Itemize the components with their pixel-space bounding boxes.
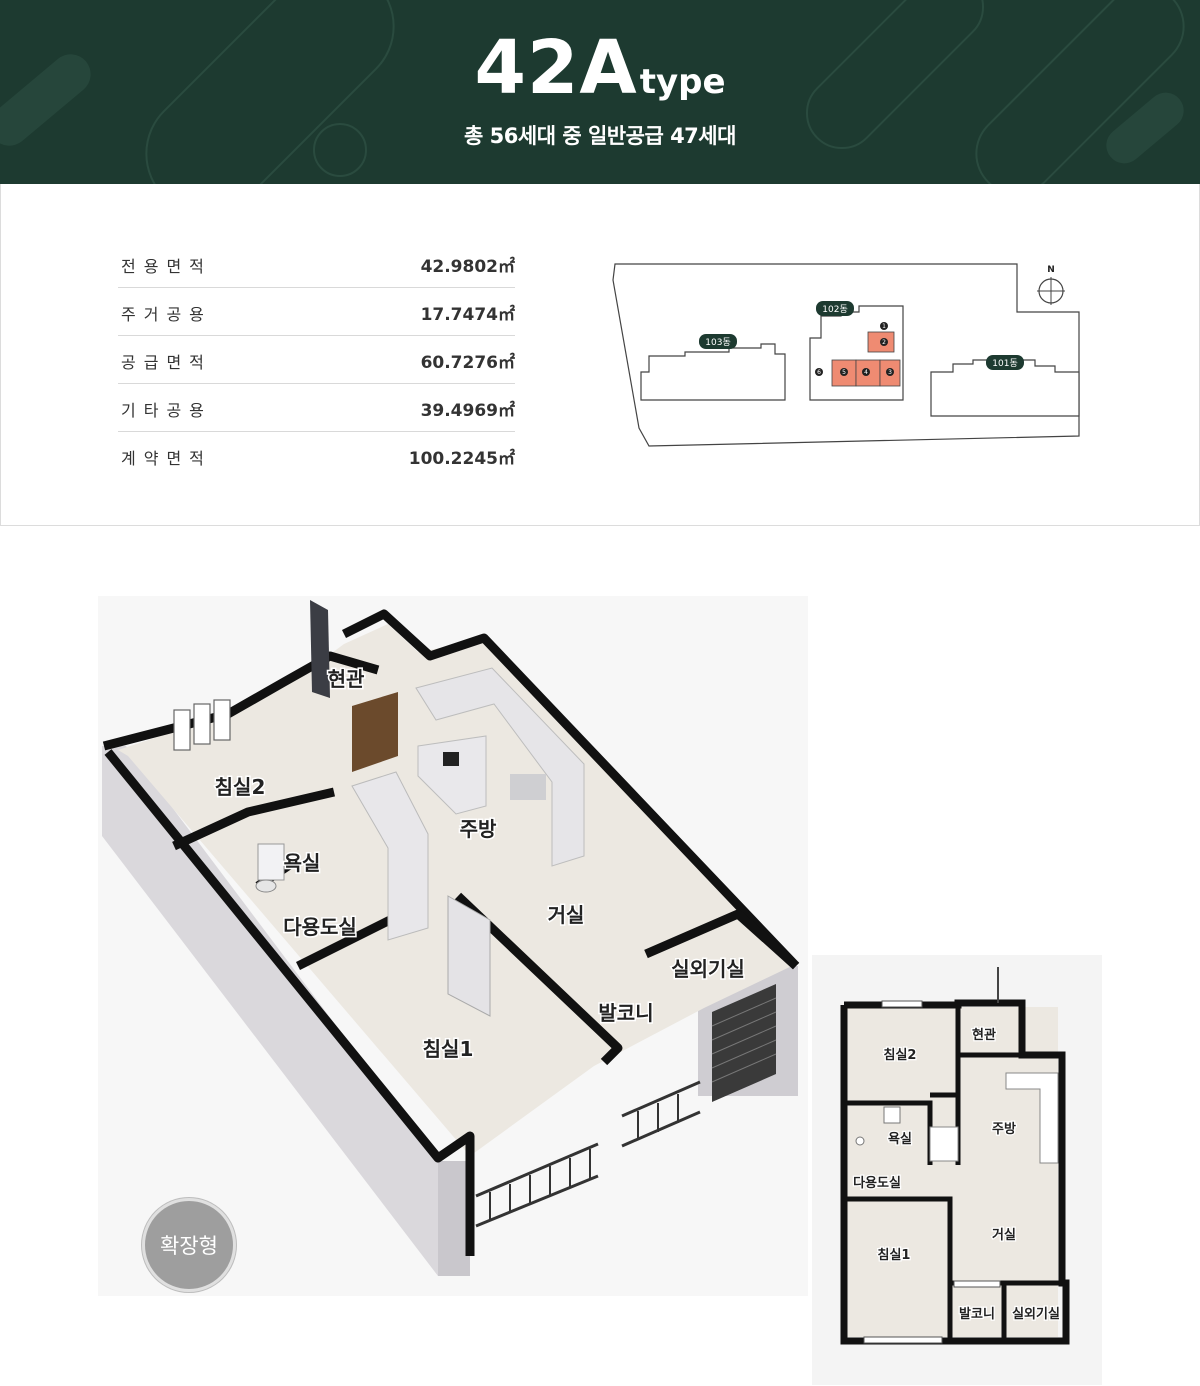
room-label-kitchen: 주방 xyxy=(992,1121,1016,1137)
inner-wall xyxy=(644,909,800,970)
type-header: 42Atype 총 56세대 중 일반공급 47세대 xyxy=(0,0,1200,184)
expansion-badge: 확장형 xyxy=(142,1198,236,1292)
outer-wall xyxy=(104,749,475,1256)
room-label-entrance: 현관 xyxy=(972,1027,996,1043)
sink-icon xyxy=(855,1136,865,1146)
area-row: 주거공용 17.7474㎡ xyxy=(118,288,515,336)
area-table: 전용면적 42.9802㎡ 주거공용 17.7474㎡ 공급면적 60.7276… xyxy=(118,240,515,480)
inner-wall xyxy=(295,911,401,971)
area-row: 공급면적 60.7276㎡ xyxy=(118,336,515,384)
area-value: 17.7474㎡ xyxy=(420,305,515,325)
louver-lines xyxy=(711,997,777,1083)
header-decoration xyxy=(0,0,1185,184)
area-row: 계약면적 100.2245㎡ xyxy=(118,432,515,480)
area-value: 60.7276㎡ xyxy=(420,353,515,373)
room-label-bathroom: 욕실 xyxy=(888,1131,912,1147)
kitchen-cabinet xyxy=(415,667,585,867)
unit-marker: 6 xyxy=(817,369,821,376)
refrigerator xyxy=(929,1126,959,1162)
cooktop xyxy=(443,752,459,766)
area-row: 전용면적 42.9802㎡ xyxy=(118,240,515,288)
kitchen-sink xyxy=(510,774,546,800)
toilet-icon xyxy=(883,1106,901,1124)
type-suffix: type xyxy=(639,62,726,102)
inner-wall xyxy=(454,892,623,1066)
room-label-living: 거실 xyxy=(548,903,585,927)
room-label-utility: 다용도실 xyxy=(853,1175,901,1191)
building-103-label: 103동 xyxy=(705,337,730,348)
room-label-balcony: 발코니 xyxy=(959,1306,995,1322)
room-label-bedroom1: 침실1 xyxy=(423,1037,474,1061)
area-label: 계약면적 xyxy=(121,449,212,468)
side-wall xyxy=(102,746,438,1276)
window xyxy=(953,1280,1001,1288)
railing-bars xyxy=(489,1094,679,1221)
entrance-cabinet xyxy=(352,692,398,772)
room-label-bedroom1: 침실1 xyxy=(878,1247,911,1263)
inner-wall xyxy=(172,787,336,851)
area-value: 39.4969㎡ xyxy=(420,401,515,421)
building-101-label: 101동 xyxy=(992,358,1017,369)
side-wall xyxy=(438,1161,470,1276)
building-103 xyxy=(640,343,786,401)
building-101 xyxy=(930,359,1080,417)
bathroom-fixture xyxy=(257,843,285,881)
room-label-balcony: 발코니 xyxy=(598,1001,653,1025)
area-value: 42.9802㎡ xyxy=(420,257,515,277)
bedroom2-window xyxy=(173,699,231,751)
area-value: 100.2245㎡ xyxy=(408,449,515,469)
type-number: 42A xyxy=(474,25,638,111)
unit-marker: 1 xyxy=(882,323,886,330)
room-label-bathroom: 욕실 xyxy=(284,851,321,875)
building-103-tag xyxy=(699,334,737,349)
kitchen-counter xyxy=(1005,1072,1059,1164)
room-label-bedroom2: 침실2 xyxy=(215,775,266,799)
area-row: 기타공용 39.4969㎡ xyxy=(118,384,515,432)
area-label: 주거공용 xyxy=(121,305,212,324)
area-label: 공급면적 xyxy=(121,353,212,372)
type-title: 42Atype xyxy=(0,28,1200,108)
room-label-outdoor-unit: 실외기실 xyxy=(1012,1306,1060,1322)
room-label-kitchen: 주방 xyxy=(460,817,497,841)
unit-marker: 2 xyxy=(882,339,886,346)
building-101-tag xyxy=(986,355,1024,370)
north-label: N xyxy=(1047,265,1055,275)
kitchen-counter xyxy=(417,735,487,815)
refrigerator xyxy=(351,771,429,941)
room-label-living: 거실 xyxy=(992,1227,1016,1243)
north-compass-icon: N xyxy=(1037,265,1065,305)
bedroom1-door xyxy=(447,895,491,1017)
site-plan: N 103동 102동 1 2 3 4 5 6 xyxy=(612,263,1080,447)
window xyxy=(881,1000,923,1008)
outer-wall xyxy=(341,609,800,970)
info-panel: 전용면적 42.9802㎡ 주거공용 17.7474㎡ 공급면적 60.7276… xyxy=(0,184,1200,526)
room-label-utility: 다용도실 xyxy=(283,915,357,939)
area-label: 기타공용 xyxy=(121,401,212,420)
front-door xyxy=(310,600,330,698)
unit-marker: 4 xyxy=(864,369,868,376)
balcony-railing xyxy=(475,1080,701,1228)
area-label: 전용면적 xyxy=(121,257,212,276)
flat-floorplan: 현관 침실2 주방 욕실 다용도실 거실 침실1 발코니 실외기실 xyxy=(812,955,1102,1385)
room-label-entrance: 현관 xyxy=(328,667,365,691)
outer-wall xyxy=(840,999,1070,1345)
building-102-tag xyxy=(816,301,854,316)
window xyxy=(863,1336,943,1344)
room-label-outdoor-unit: 실외기실 xyxy=(671,957,745,981)
unit-marker: 5 xyxy=(842,369,846,376)
isometric-floorplan: 현관 침실2 주방 욕실 거실 다용도실 실외기실 발코니 침실1 xyxy=(98,596,808,1296)
building-102-label: 102동 xyxy=(822,304,847,315)
room-label-bedroom2: 침실2 xyxy=(884,1047,917,1063)
toilet-icon xyxy=(255,879,277,893)
unit-count-subtitle: 총 56세대 중 일반공급 47세대 xyxy=(464,124,736,148)
unit-marker: 3 xyxy=(888,369,892,376)
inner-wall xyxy=(846,1196,953,1341)
outdoor-unit-louver xyxy=(712,984,776,1102)
plan-floor xyxy=(118,624,796,1156)
